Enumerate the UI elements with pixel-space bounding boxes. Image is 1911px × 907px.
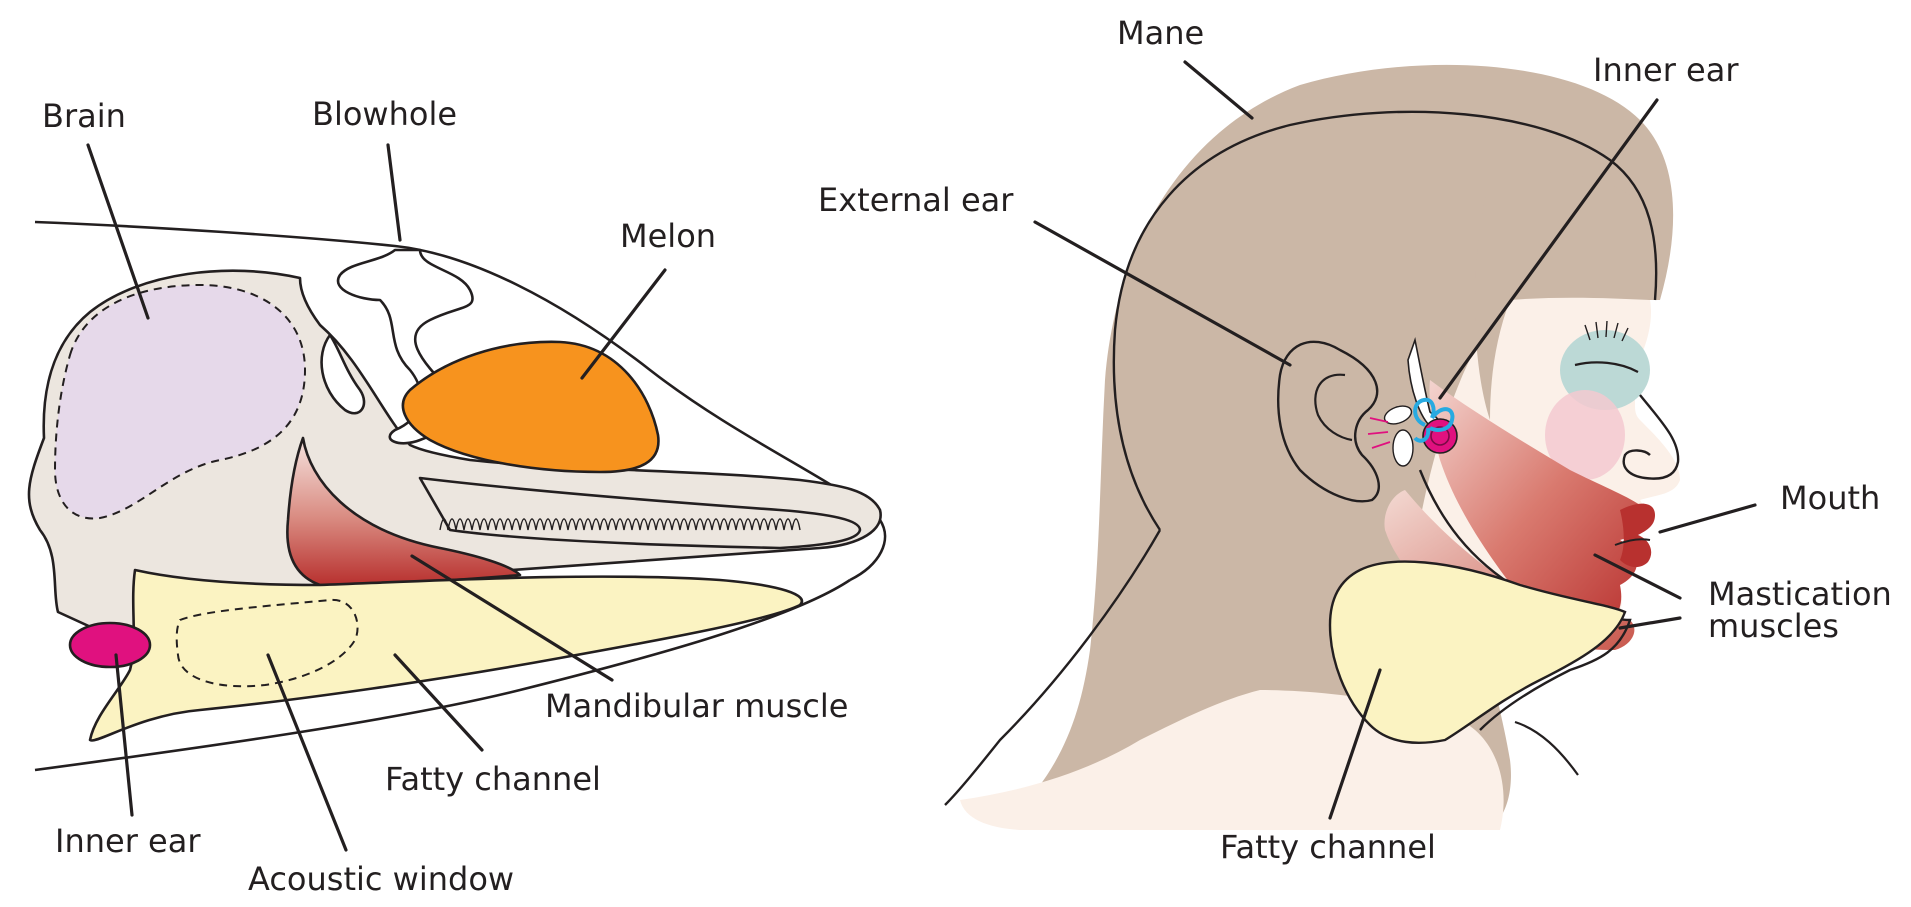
human-inner-ear xyxy=(1367,336,1458,467)
dolphin-acoustic-window xyxy=(175,598,359,688)
leader-dolphin-melon xyxy=(580,268,667,380)
dolphin-nasal-air-sac xyxy=(320,333,366,415)
leader-dolphin-mandibular xyxy=(410,554,614,682)
leader-dolphin-fatty xyxy=(393,653,484,752)
human-cochlea-inner xyxy=(1430,426,1450,446)
human-cheek xyxy=(1545,390,1625,480)
human-head-outline xyxy=(1112,110,1658,531)
leader-human-mouth xyxy=(1658,503,1757,534)
leader-dolphin-inner-ear xyxy=(114,653,134,817)
human-semicircular-canals xyxy=(1413,397,1455,443)
dolphin-fatty-channel xyxy=(88,568,804,742)
label-mouth: Mouth xyxy=(1780,479,1880,517)
human-hair-bangs xyxy=(1475,172,1666,420)
label-acoustic-window: Acoustic window xyxy=(248,860,514,898)
human-leader-lines xyxy=(1033,60,1757,820)
label-external-ear: External ear xyxy=(818,181,1014,219)
human-mastication-muscle xyxy=(1429,380,1644,629)
dolphin-brain xyxy=(53,283,307,520)
human-eardrum-left xyxy=(1383,405,1413,425)
human-mouth-line xyxy=(1614,538,1651,546)
label-mandibular-muscle: Mandibular muscle xyxy=(545,687,848,725)
label-brain: Brain xyxy=(42,97,126,135)
human-throat-line xyxy=(1514,720,1579,776)
label-mastication-line1: Mastication xyxy=(1708,575,1892,613)
leader-human-fatty xyxy=(1328,668,1382,820)
leader-dolphin-brain xyxy=(86,143,150,320)
dolphin-rostrum xyxy=(418,476,862,550)
label-human-inner-ear: Inner ear xyxy=(1593,51,1739,89)
dolphin-head xyxy=(27,220,887,772)
human-ear-nerves xyxy=(1367,417,1391,449)
dolphin-ventral-line xyxy=(34,578,851,772)
leader-human-external-ear xyxy=(1033,220,1292,367)
label-mastication-line2: muscles xyxy=(1708,607,1839,645)
leader-human-mane xyxy=(1183,60,1254,120)
human-eyelid xyxy=(1574,361,1639,373)
leader-human-mastication-2 xyxy=(1618,616,1682,630)
label-dolphin-inner-ear: Inner ear xyxy=(55,822,201,860)
leader-human-inner-ear xyxy=(1438,98,1659,400)
human-head xyxy=(944,64,1680,830)
label-human-fatty-channel: Fatty channel xyxy=(1220,828,1436,866)
human-external-ear xyxy=(1277,340,1380,503)
human-nose xyxy=(1622,394,1680,480)
human-lips xyxy=(1620,503,1655,568)
dolphin-teeth xyxy=(439,518,801,531)
dolphin-labels: Brain Blowhole Melon Mandibular muscle F… xyxy=(42,95,848,898)
human-eardrum-right xyxy=(1392,429,1414,467)
human-eyelashes xyxy=(1584,320,1629,342)
human-labels: Mane Inner ear External ear Mouth Mastic… xyxy=(818,14,1892,866)
dolphin-leader-lines xyxy=(86,143,667,852)
leader-human-mastication-1 xyxy=(1593,553,1682,600)
human-eye-shadow xyxy=(1560,330,1650,410)
human-neck-skin xyxy=(960,690,1504,830)
human-jawline xyxy=(1418,469,1632,731)
human-ear-inner-fold xyxy=(1314,373,1353,442)
human-jaw-outline xyxy=(944,529,1162,806)
leader-dolphin-blowhole xyxy=(386,143,402,242)
dolphin-inner-ear xyxy=(68,621,152,669)
leader-dolphin-acoustic xyxy=(266,653,348,852)
label-dolphin-fatty-channel: Fatty channel xyxy=(385,760,601,798)
label-blowhole: Blowhole xyxy=(312,95,457,133)
dolphin-melon xyxy=(401,340,660,474)
label-melon: Melon xyxy=(620,217,716,255)
human-fatty-channel xyxy=(1328,560,1627,744)
label-mane: Mane xyxy=(1117,14,1204,52)
